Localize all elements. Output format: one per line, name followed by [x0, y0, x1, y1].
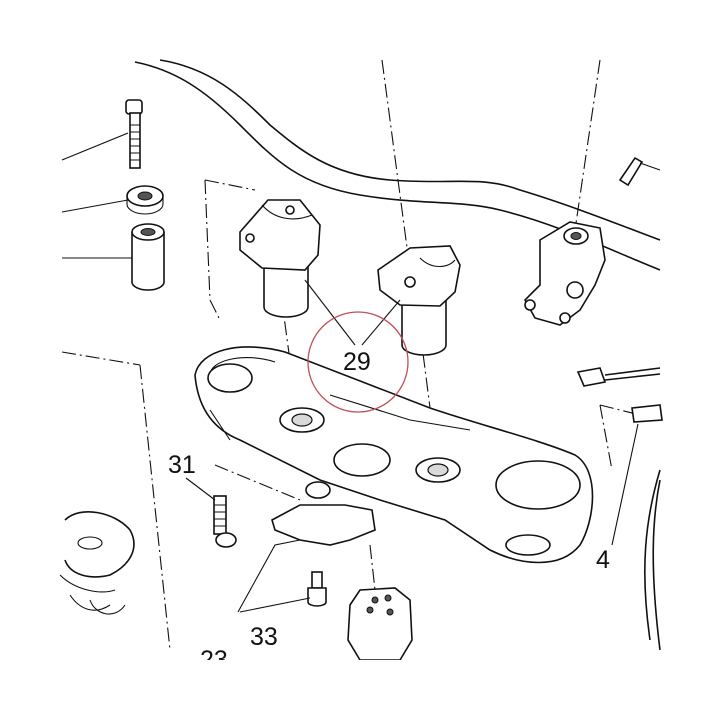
bolt-part: [125, 99, 143, 169]
bolt-33-part: [307, 571, 327, 607]
left-leader-lines: [61, 132, 135, 259]
callout-33: 33: [250, 623, 278, 651]
bracket-part: [524, 221, 606, 326]
triple-clamp-part: [194, 346, 594, 564]
clamp-bracket-part: [271, 481, 376, 546]
bottom-crop: [0, 660, 720, 720]
spacer-part: [131, 223, 165, 291]
steering-nut-part: [347, 587, 413, 661]
callout-29: 29: [343, 348, 371, 376]
washer-part: [126, 185, 164, 215]
cable-right-part: [643, 469, 661, 651]
highlight-circle: [307, 311, 409, 413]
callout-4: 4: [596, 546, 610, 574]
bolt-31-part: [213, 495, 237, 548]
pin-part: [618, 156, 661, 187]
lock-outline-part: [59, 511, 135, 615]
callout-31: 31: [168, 451, 196, 479]
riser-right-part: [377, 245, 461, 356]
callout-leaders: [185, 279, 639, 613]
cable-end-part: [576, 367, 661, 387]
screw-part-4: [631, 404, 663, 423]
riser-left-part: [239, 199, 321, 318]
